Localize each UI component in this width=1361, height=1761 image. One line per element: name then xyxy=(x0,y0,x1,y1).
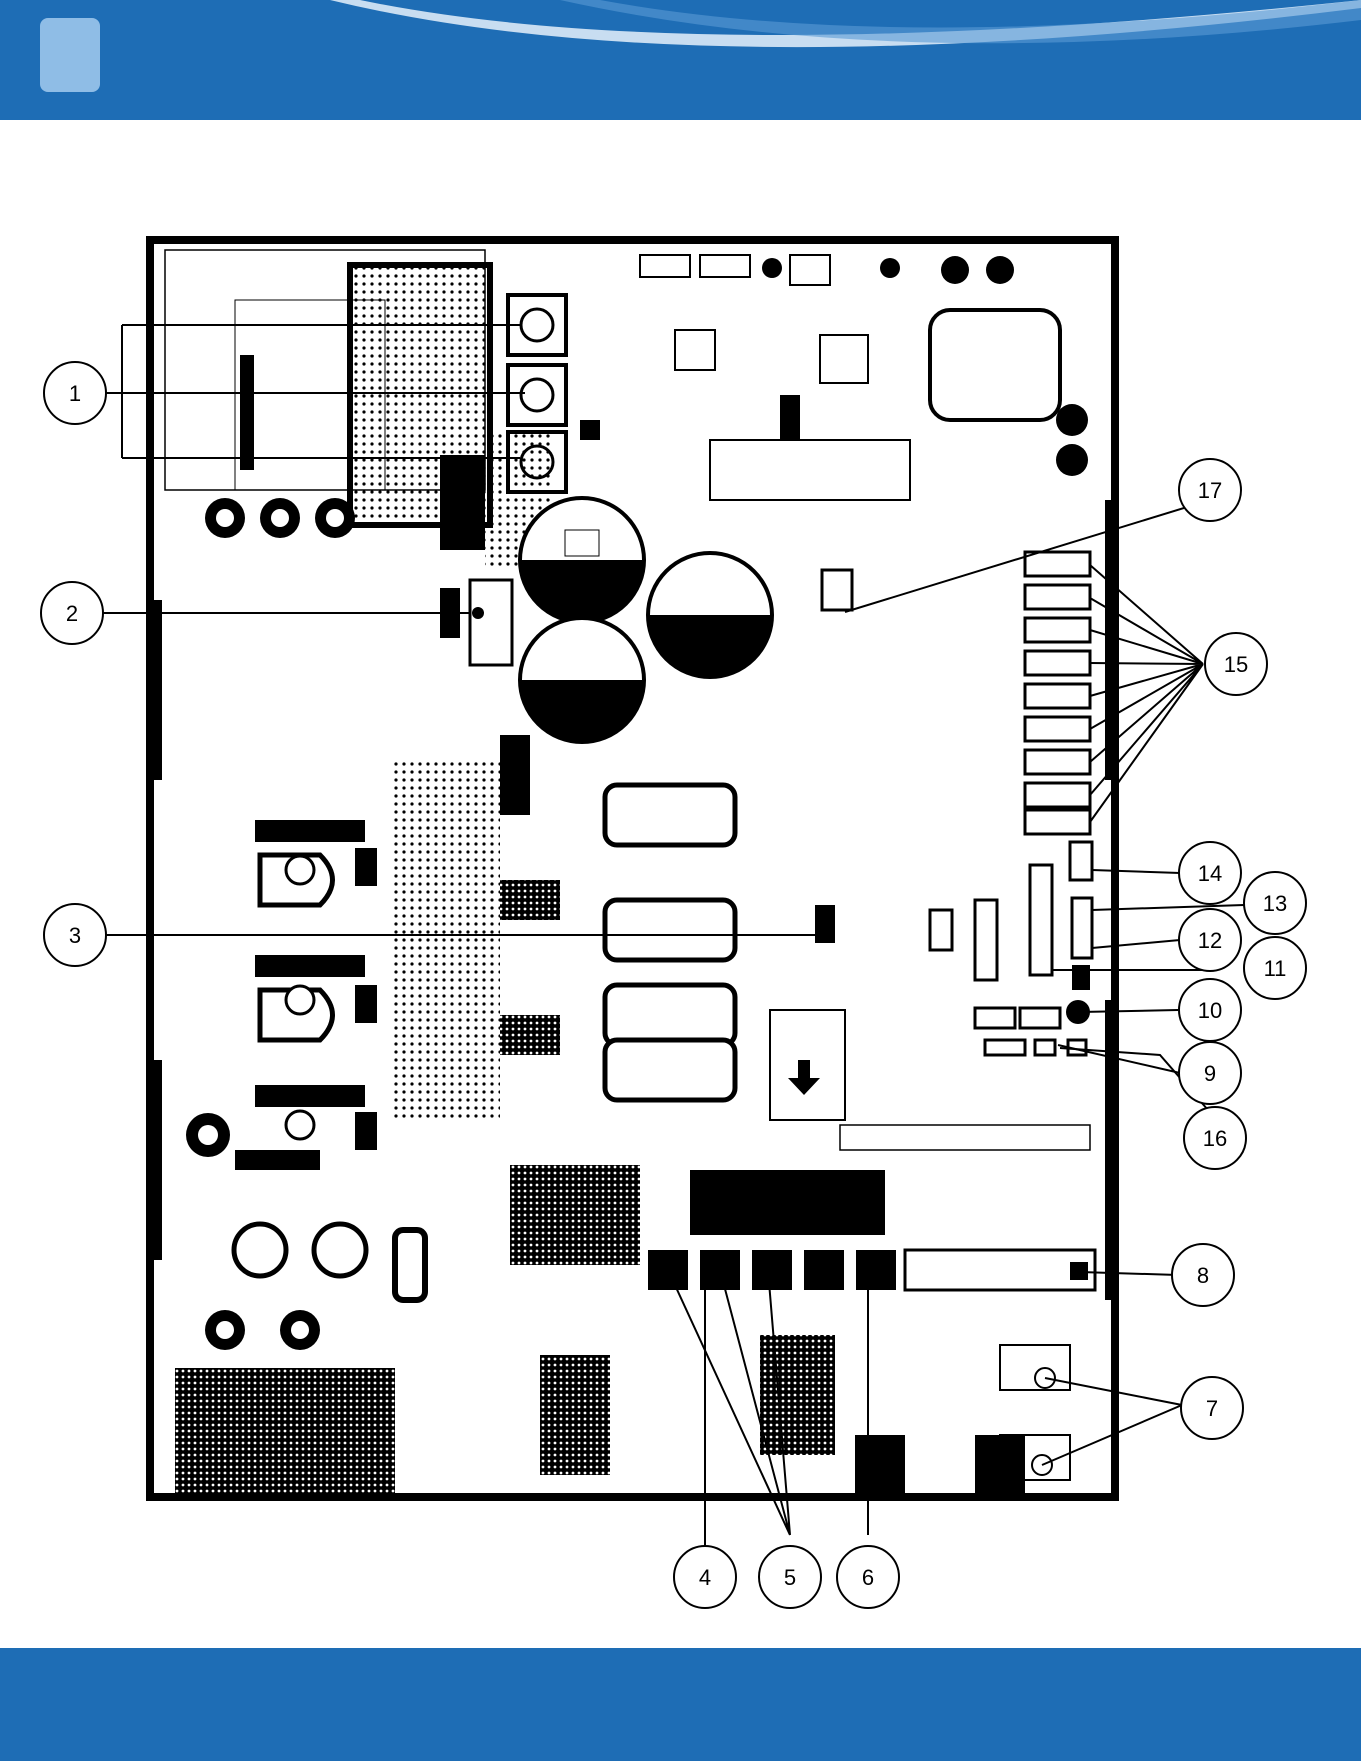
svg-text:4: 4 xyxy=(699,1565,711,1590)
callout-11: 11 xyxy=(1244,937,1306,999)
callout-15: 15 xyxy=(1205,633,1267,695)
callout-17: 17 xyxy=(1179,459,1241,521)
svg-text:16: 16 xyxy=(1203,1126,1227,1151)
callout-5: 5 xyxy=(759,1546,821,1608)
svg-text:3: 3 xyxy=(69,923,81,948)
svg-text:9: 9 xyxy=(1204,1061,1216,1086)
callout-12: 12 xyxy=(1179,909,1241,971)
svg-text:8: 8 xyxy=(1197,1263,1209,1288)
callout-6: 6 xyxy=(837,1546,899,1608)
callout-3: 3 xyxy=(44,904,106,966)
callout-10: 10 xyxy=(1179,979,1241,1041)
svg-text:7: 7 xyxy=(1206,1396,1218,1421)
callout-2: 2 xyxy=(41,582,103,644)
callout-1: 1 xyxy=(44,362,106,424)
callout-8: 8 xyxy=(1172,1244,1234,1306)
svg-text:2: 2 xyxy=(66,601,78,626)
svg-text:1: 1 xyxy=(69,381,81,406)
callout-4: 4 xyxy=(674,1546,736,1608)
svg-text:10: 10 xyxy=(1198,998,1222,1023)
callout-13: 13 xyxy=(1244,872,1306,934)
callout-7: 7 xyxy=(1181,1377,1243,1439)
svg-text:6: 6 xyxy=(862,1565,874,1590)
callout-9: 9 xyxy=(1179,1042,1241,1104)
callout-14: 14 xyxy=(1179,842,1241,904)
svg-text:14: 14 xyxy=(1198,861,1222,886)
svg-text:5: 5 xyxy=(784,1565,796,1590)
svg-text:11: 11 xyxy=(1264,956,1287,981)
footer-bar xyxy=(0,1648,1361,1761)
svg-text:17: 17 xyxy=(1198,478,1222,503)
connectors-15 xyxy=(1025,552,1090,834)
callout-16: 16 xyxy=(1184,1107,1246,1169)
svg-text:13: 13 xyxy=(1263,891,1287,916)
svg-text:12: 12 xyxy=(1198,928,1222,953)
svg-text:15: 15 xyxy=(1224,652,1248,677)
